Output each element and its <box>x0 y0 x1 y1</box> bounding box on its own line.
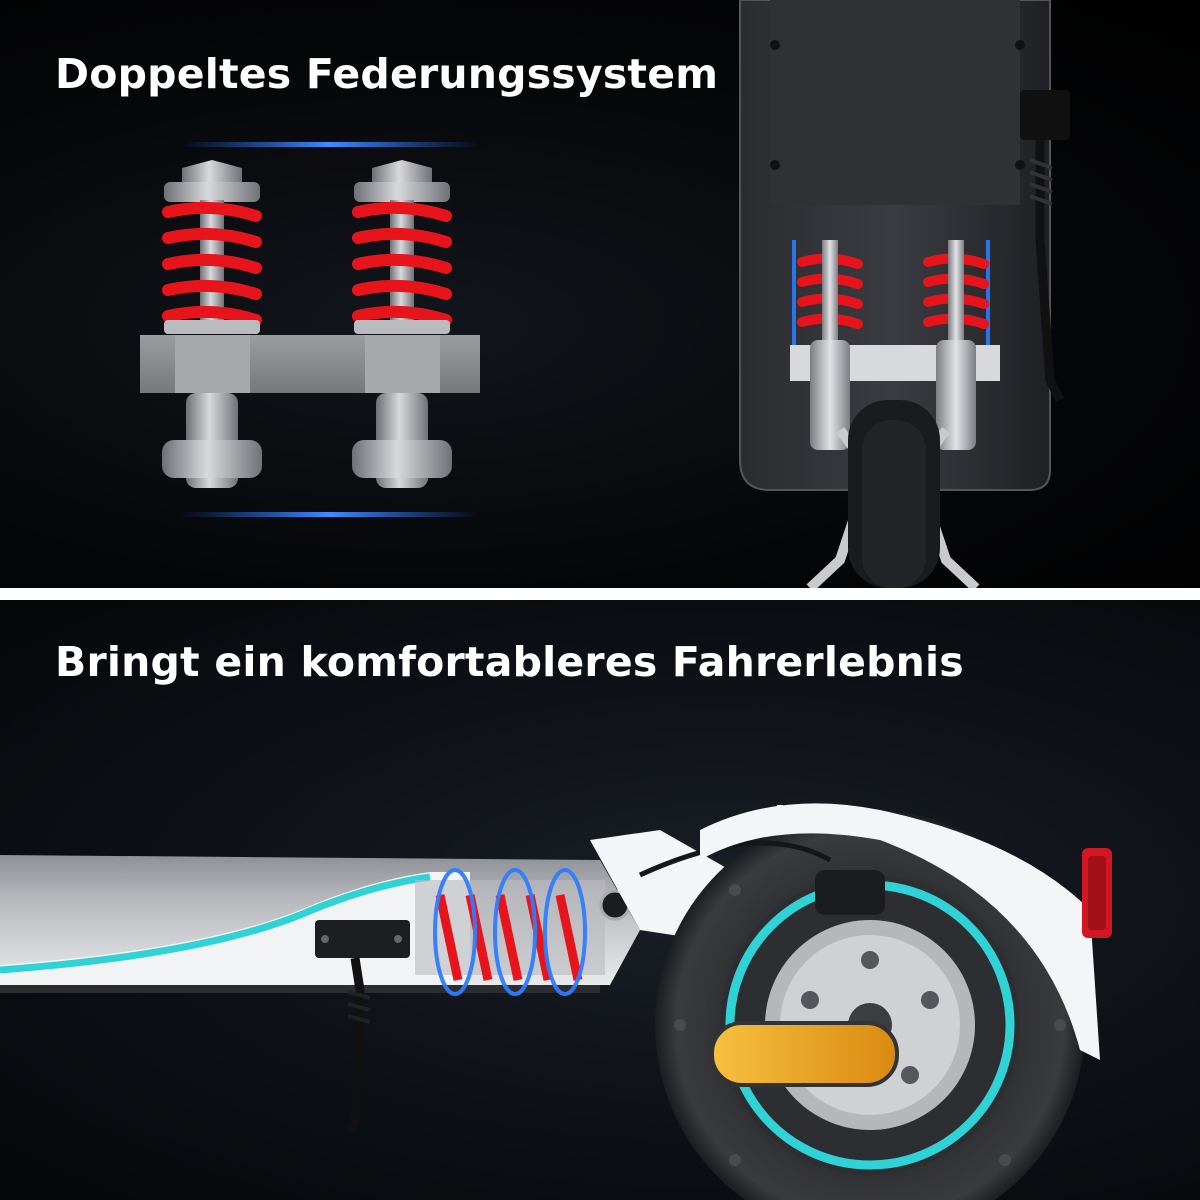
headline-comfort: Bringt ein komfortableres Fahrerlebnis <box>55 638 964 686</box>
section-divider <box>0 588 1200 600</box>
scooter-side-view-illustration <box>0 803 1112 1200</box>
bottom-panel: Bringt ein komfortableres Fahrerlebnis <box>0 600 1200 1200</box>
scooter-rear-view-illustration <box>739 0 1070 588</box>
screw-icons <box>770 40 1025 170</box>
reflector-icon <box>710 1021 899 1087</box>
dual-spring-assembly-illustration <box>140 142 480 517</box>
headline-dual-suspension: Doppeltes Federungssystem <box>55 50 719 98</box>
top-panel: Doppeltes Federungssystem <box>0 0 1200 588</box>
